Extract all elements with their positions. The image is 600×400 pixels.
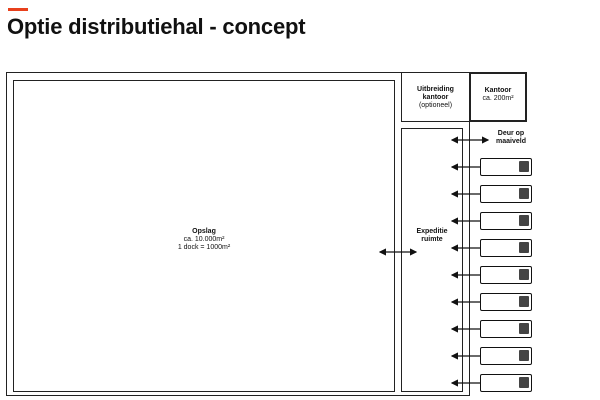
expeditie-line2: ruimte (421, 236, 443, 243)
uitbreiding-kantoor-label: Uitbreiding kantoor (optioneel) (401, 86, 470, 110)
truck-icon (480, 266, 532, 284)
truck-icon (480, 212, 532, 230)
kantoor-area: ca. 200m² (482, 95, 514, 102)
page-title: Optie distributiehal - concept (7, 14, 306, 39)
opslag-label: Opslag ca. 10.000m² 1 dock = 1000m² (154, 228, 254, 252)
opslag-dock-ratio: 1 dock = 1000m² (177, 244, 231, 251)
truck-icon (480, 347, 532, 365)
truck-cab (519, 269, 529, 280)
uitbreiding-line2: kantoor (422, 94, 449, 101)
truck-icon (480, 320, 532, 338)
kantoor-label: Kantoor ca. 200m² (469, 87, 527, 103)
expeditie-line1: Expeditie (416, 228, 448, 235)
deur-line2: maaiveld (496, 138, 526, 145)
truck-cab (519, 188, 529, 199)
truck-cab (519, 350, 529, 361)
truck-icon (480, 293, 532, 311)
opslag-area: ca. 10.000m² (183, 236, 225, 243)
deur-maaiveld-label: Deur op maaiveld (488, 130, 534, 146)
deur-line1: Deur op (497, 130, 525, 137)
title-accent-bar (8, 8, 28, 11)
opslag-name: Opslag (192, 228, 216, 235)
truck-cab (519, 296, 529, 307)
truck-icon (480, 374, 532, 392)
uitbreiding-line1: Uitbreiding (417, 86, 454, 93)
truck-icon (480, 158, 532, 176)
opslag-zone (13, 80, 395, 392)
truck-icon (480, 185, 532, 203)
building-outline (6, 72, 470, 396)
kantoor-name: Kantoor (484, 87, 512, 94)
uitbreiding-note: (optioneel) (418, 102, 453, 109)
kantoor-zone (469, 72, 527, 122)
truck-cab (519, 215, 529, 226)
truck-icon (480, 239, 532, 257)
truck-cab (519, 323, 529, 334)
truck-cab (519, 242, 529, 253)
truck-cab (519, 377, 529, 388)
truck-cab (519, 161, 529, 172)
expeditie-label: Expeditie ruimte (401, 228, 463, 244)
expeditie-zone (401, 128, 463, 392)
